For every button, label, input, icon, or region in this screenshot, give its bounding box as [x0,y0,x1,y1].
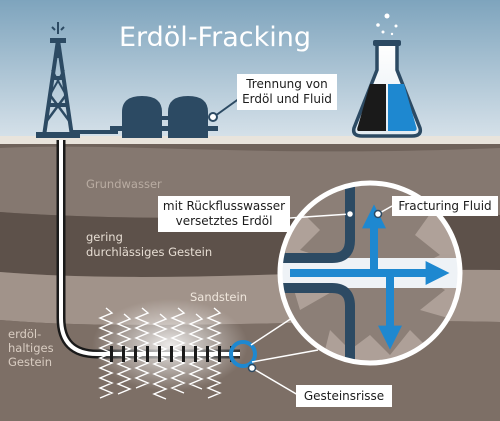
perforation [146,346,149,362]
layer-label-sandstone: Sandstein [190,290,247,304]
sky [0,0,500,140]
callout-box-returnwater [158,196,290,232]
flask-icon [351,13,423,138]
callout-box-separation [237,74,337,110]
callout-returnwater-line1: mit Rückflusswasser [163,199,285,213]
callout-dot-returnwater [345,209,355,219]
perforation [158,346,161,362]
ground-surface [0,136,500,144]
perforation [110,346,113,362]
callout-box-cracks [296,385,392,407]
callout-cracks: Gesteinsrisse [304,389,384,403]
storage-tanks-icon [110,96,218,138]
layer-label-oil-1: erdöl- [8,327,41,341]
callout-dot-cracks [247,363,257,373]
perforation [182,346,185,362]
perforation [122,346,125,362]
crack-line [170,307,186,394]
layer-label-low-perm-2: durchlässiges Gestein [86,245,212,259]
layer-label-groundwater: Grundwasser [86,177,162,191]
callout-line-cracks [251,367,299,396]
callout-line-returnwater [289,213,351,219]
callout-separation-line2: Erdöl und Fluid [242,92,332,106]
layer-label-oil-3: Gestein [8,355,52,369]
crack-line [116,313,132,395]
zoom-connector-bottom [251,349,319,363]
derrick-icon [36,22,80,138]
callout-dot-fluid [373,209,383,219]
title: Erdöl-Fracking [119,22,311,53]
fracture-zone-glow [92,299,248,391]
callout-box-fluid [392,196,498,216]
zoom-connector-top [250,317,293,346]
callout-fluid: Fracturing Fluid [398,199,491,213]
layer-label-oil-2: haltiges [8,341,54,355]
callout-line-separation [214,97,241,117]
layer-label-low-perm-1: gering [86,230,123,244]
detail-marker [229,340,257,368]
perforation [206,346,209,362]
perforation [194,346,197,362]
perforation [134,346,137,362]
callout-separation-line1: Trennung von [245,77,328,91]
perforation [170,346,173,362]
callout-dot-separation [208,112,218,122]
perforation [218,346,221,362]
callout-returnwater-line2: versetztes Erdöl [176,214,273,228]
